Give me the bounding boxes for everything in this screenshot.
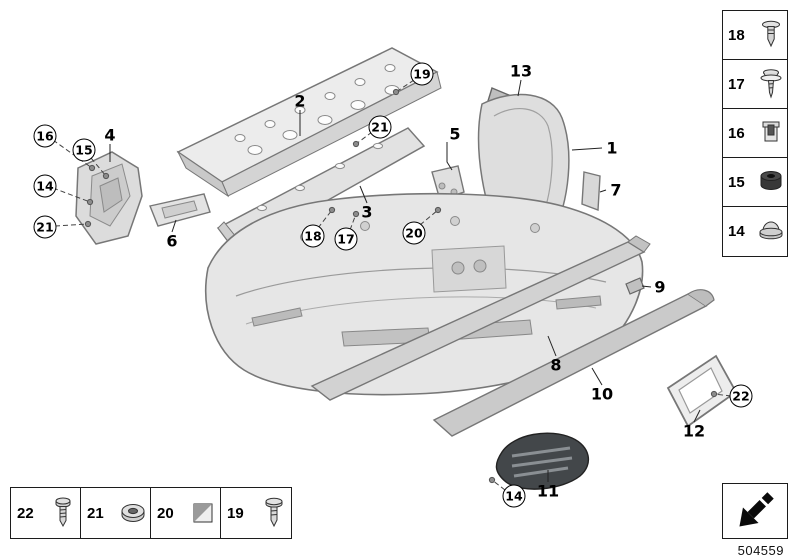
callout-12[interactable]: 12 (682, 421, 706, 441)
callout-circled-21[interactable]: 21 (368, 115, 392, 139)
callout-circled-17[interactable]: 17 (334, 227, 358, 251)
pan-head-screw-icon (265, 497, 283, 528)
next-diagram-arrow-icon (739, 492, 774, 527)
callout-circled-19[interactable]: 19 (410, 62, 434, 86)
rubber-grommet-icon (760, 171, 782, 190)
callout-2[interactable]: 2 (294, 91, 306, 111)
fastener-box-16[interactable]: 16 (723, 109, 787, 158)
callout-circled-14[interactable]: 14 (502, 484, 526, 508)
part-7-guide-bracket (581, 171, 601, 211)
callout-circled-20[interactable]: 20 (402, 221, 426, 245)
fastener-label: 20 (157, 504, 174, 522)
part-8-lower-trim-strip (310, 235, 651, 401)
fastener-box-17[interactable]: 17 (723, 60, 787, 109)
callout-circled-22[interactable]: 22 (729, 384, 753, 408)
fastener-cell-22[interactable]: 22 (11, 488, 81, 538)
callout-10[interactable]: 10 (590, 384, 614, 404)
callout-13[interactable]: 13 (509, 61, 533, 81)
callout-8[interactable]: 8 (550, 355, 562, 375)
callout-11[interactable]: 11 (536, 481, 560, 501)
flange-nut-icon (121, 504, 145, 522)
part-9-clip (625, 277, 645, 295)
plastic-nut-icon (759, 221, 783, 239)
fastener-label: 19 (227, 504, 244, 522)
part-4-side-bracket (75, 151, 143, 245)
part-11-exhaust-trim (495, 432, 590, 490)
next-diagram-button[interactable] (722, 483, 788, 539)
rivet-icon (762, 20, 780, 48)
fastener-sidebar: 18 17 16 (722, 10, 788, 257)
fastener-label: 21 (87, 504, 104, 522)
callout-circled-14[interactable]: 14 (33, 174, 57, 198)
callout-9[interactable]: 9 (654, 277, 666, 297)
fastener-label: 17 (728, 75, 745, 93)
callout-circled-21[interactable]: 21 (33, 215, 57, 239)
fastener-label: 15 (728, 173, 745, 191)
fastener-label: 16 (728, 124, 745, 142)
leader-lines (109, 79, 701, 482)
callout-circled-15[interactable]: 15 (72, 138, 96, 162)
fastener-label: 18 (728, 26, 745, 44)
part-2-bumper-carrier (176, 47, 442, 198)
callout-3[interactable]: 3 (361, 202, 373, 222)
part-6-mounting-plate (149, 193, 211, 227)
fastener-label: 22 (17, 504, 34, 522)
fastener-cell-21[interactable]: 21 (81, 488, 151, 538)
callout-7[interactable]: 7 (610, 180, 622, 200)
callout-4[interactable]: 4 (104, 125, 116, 145)
fastener-box-15[interactable]: 15 (723, 158, 787, 207)
part-10-diffuser-strip (432, 289, 715, 437)
fastener-label: 14 (728, 223, 745, 240)
fastener-box-18[interactable]: 18 (723, 11, 787, 60)
callout-1[interactable]: 1 (606, 138, 618, 158)
fastener-cell-19[interactable]: 19 (221, 488, 291, 538)
fastener-cell-20[interactable]: 20 (151, 488, 221, 538)
callout-circled-16[interactable]: 16 (33, 124, 57, 148)
torx-screw-icon (55, 497, 71, 528)
part-5-bracket (431, 165, 465, 201)
callout-5[interactable]: 5 (449, 124, 461, 144)
fastener-dots (84, 88, 718, 484)
screw-with-washer-icon (760, 69, 782, 99)
fastener-legend: 22 21 20 19 (10, 487, 292, 539)
fastener-box-14[interactable]: 14 (723, 207, 787, 256)
callout-6[interactable]: 6 (166, 231, 178, 251)
adhesive-pad-icon (193, 503, 213, 523)
expansion-clip-icon (762, 121, 780, 142)
part-12-mounting-frame (666, 354, 738, 428)
diagram-number: 504559 (737, 543, 784, 558)
callout-circled-18[interactable]: 18 (301, 224, 325, 248)
